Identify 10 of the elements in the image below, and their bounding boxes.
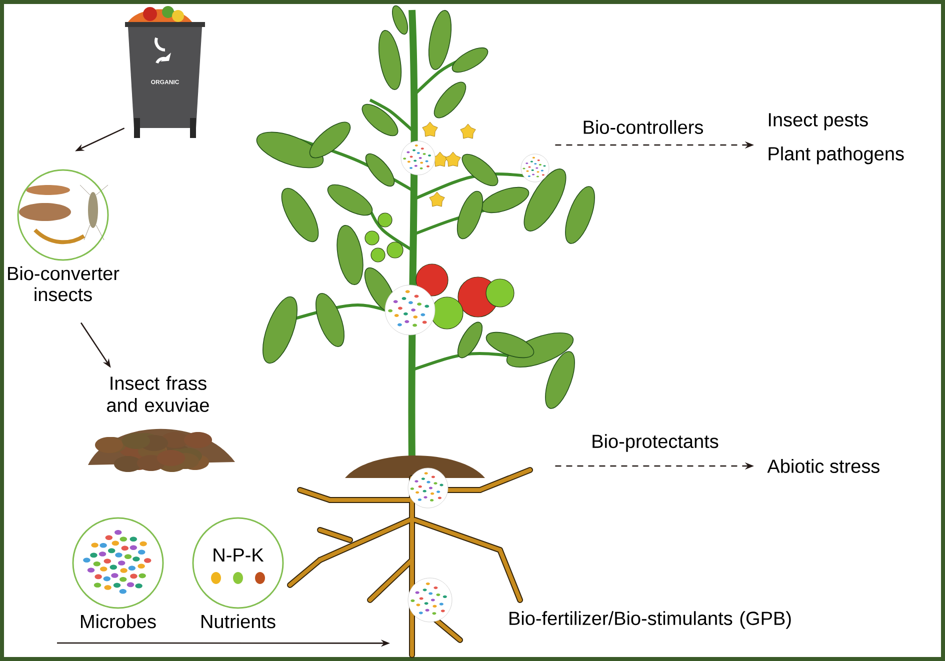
- frass-pile: Insect frass and exuviae: [88, 376, 235, 472]
- node-label: Bio-converter insects: [8, 266, 120, 302]
- node-label: Microbes: [81, 614, 156, 628]
- caption-text: Bio-fertilizer/Bio-stimulants (GPB): [510, 611, 791, 629]
- node-label: Nutrients: [202, 614, 276, 628]
- edge-label: Bio-controllers: [581, 119, 705, 135]
- edge-label: Bio-protectants: [590, 433, 720, 453]
- target-text: Insect pests Plant pathogens: [768, 113, 904, 164]
- target-text: Abiotic stress: [767, 459, 880, 473]
- node-label: Insect frass and exuviae: [107, 376, 209, 412]
